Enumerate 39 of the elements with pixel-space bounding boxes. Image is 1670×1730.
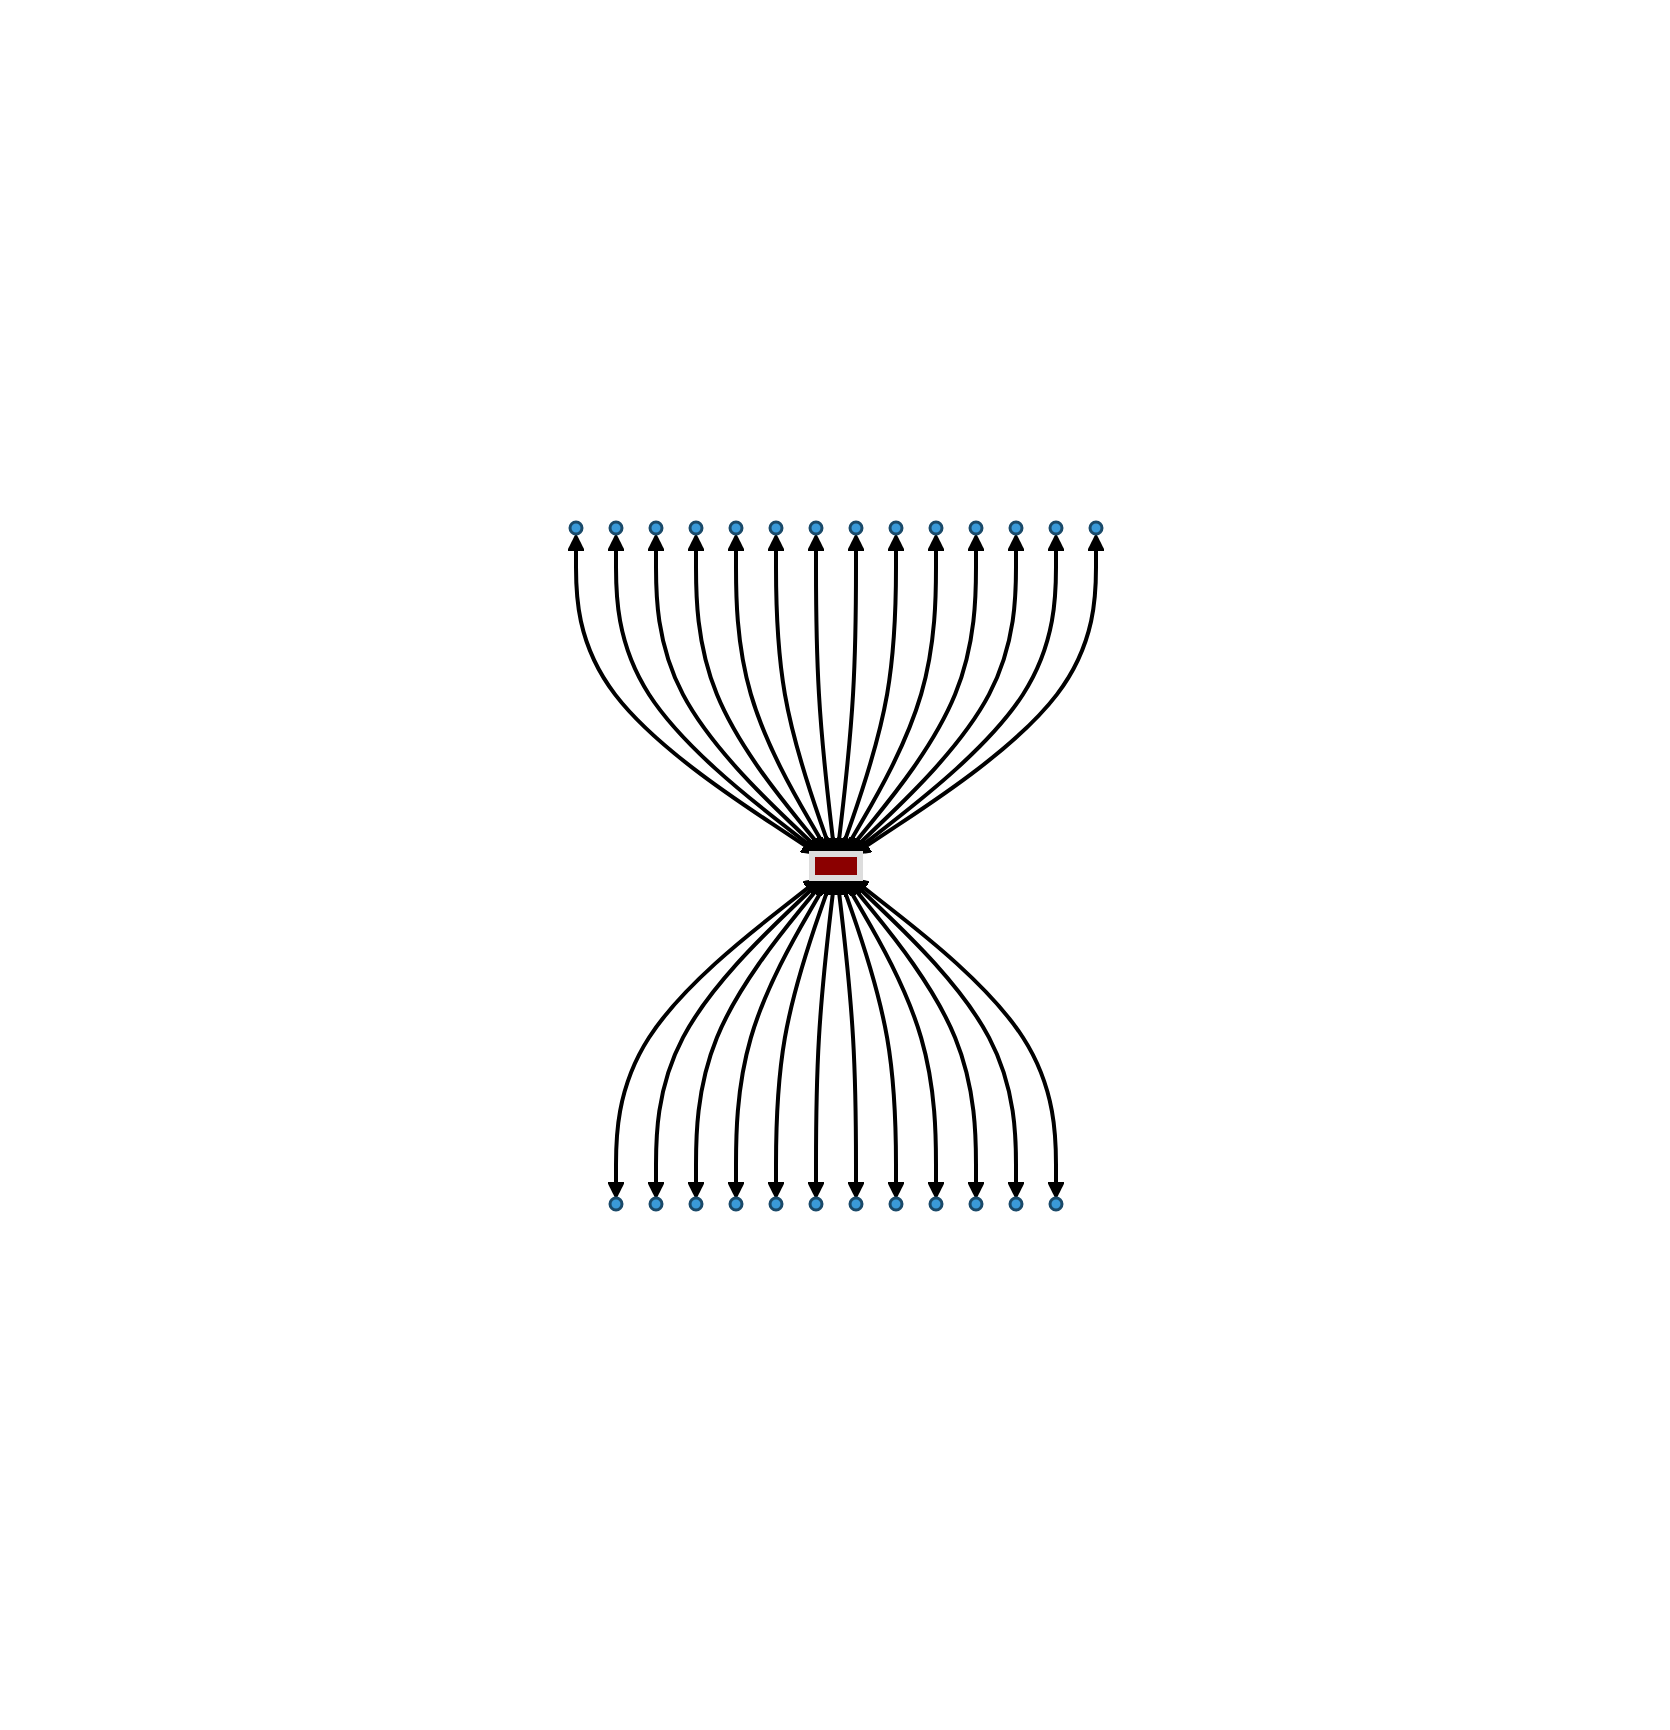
circle-node [847,519,863,535]
circle-node [807,1195,823,1211]
circle-node [727,1195,743,1211]
circle-node [727,519,743,535]
circle-node [647,1195,663,1211]
double-headed-arrow [841,533,944,854]
double-headed-arrow [844,876,984,1198]
circle-node [567,519,583,535]
double-headed-arrow [686,876,826,1198]
double-headed-arrow [766,533,834,854]
double-headed-arrow [726,876,829,1198]
double-headed-arrow [841,876,944,1198]
circle-node [887,519,903,535]
double-headed-arrow [836,533,904,854]
circle-node [687,519,703,535]
circle-node [927,519,943,535]
double-headed-arrow [726,533,829,854]
square-node [808,850,862,880]
double-headed-arrow [806,877,841,1198]
circle-node [1007,519,1023,535]
circle-node [887,1195,903,1211]
circle-node [1047,1195,1063,1211]
circle-node [927,1195,943,1211]
double-headed-arrow [766,876,834,1198]
double-headed-arrow [806,533,841,854]
circle-node [807,519,823,535]
circle-node [647,519,663,535]
circle-node [687,1195,703,1211]
circle-node [767,1195,783,1211]
circle-node [1087,519,1103,535]
circle-node [607,1195,623,1211]
circle-node [847,1195,863,1211]
circle-node [1007,1195,1023,1211]
double-headed-arrow [836,876,904,1198]
circle-node [767,519,783,535]
circle-node [1047,519,1063,535]
circle-node [607,519,623,535]
circle-node [967,1195,983,1211]
circle-node [967,519,983,535]
